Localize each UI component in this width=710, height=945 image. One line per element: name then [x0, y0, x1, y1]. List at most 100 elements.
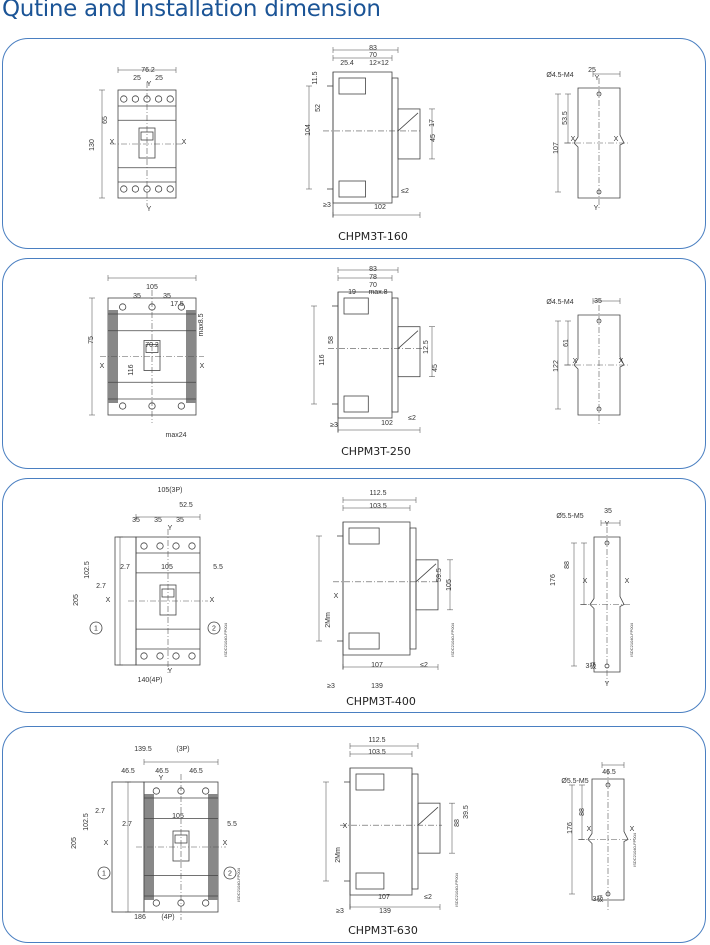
dimension-label: 2.7	[120, 564, 130, 571]
dimension-label: 122	[553, 360, 560, 372]
dimension-label: ISDC21040-FP004	[236, 867, 241, 902]
dimension-label: X	[587, 826, 592, 833]
callout-circle	[223, 866, 237, 880]
mounting-hole	[596, 189, 602, 195]
terminal-screw	[188, 542, 196, 550]
panel-chpm3t-400	[2, 478, 706, 713]
dimension-label: 3极	[593, 894, 604, 903]
terminal-screw	[177, 402, 185, 410]
mounting-hole	[596, 318, 602, 324]
dimension-label: X	[110, 139, 115, 146]
terminal-screw	[119, 303, 127, 311]
dimension-label: 186	[134, 914, 146, 921]
dimension-label: Ø4.5-M4	[546, 72, 573, 79]
dimension-label: 35	[604, 508, 612, 515]
terminal-upper	[355, 773, 385, 791]
dimension-label: max24	[165, 432, 186, 439]
dimension-label: X	[182, 139, 187, 146]
dimension-label: 46.5	[189, 768, 203, 775]
dimension-label: Y	[594, 205, 599, 212]
dimension-label: 205	[73, 594, 80, 606]
front-cover	[391, 77, 399, 198]
handle-lever	[397, 112, 419, 132]
callout-circle	[207, 621, 221, 635]
dimension-label: 102	[374, 204, 386, 211]
dimension-label: 176	[567, 822, 574, 834]
handle-plate	[397, 326, 421, 378]
dimension-label: (3P)	[176, 746, 189, 753]
terminal-screw	[152, 787, 160, 795]
dimension-label: Ø5.5-M5	[561, 778, 588, 785]
terminal-lower	[348, 632, 380, 650]
dimension-label: 2.7	[96, 583, 106, 590]
dimension-label: X	[210, 597, 215, 604]
dimension-label: 45	[432, 364, 439, 372]
terminal-screw	[188, 652, 196, 660]
dimension-label: Y	[159, 775, 164, 782]
dimension-label: 35	[132, 517, 140, 524]
callout-circle	[97, 866, 111, 880]
caption-chpm3t-630: CHPM3T-630	[348, 924, 418, 937]
dimension-label: 102.5	[83, 813, 90, 831]
mounting-plate-outline	[573, 314, 625, 416]
dimension-label: ≥3	[327, 683, 335, 690]
dimension-label: ≥3	[336, 908, 344, 915]
dimension-label: 1	[102, 871, 106, 878]
dimension-label: 76.2	[141, 67, 155, 74]
dimension-label: ≥3	[330, 422, 338, 429]
dimension-label: 35	[594, 298, 602, 305]
terminal-screw	[156, 652, 164, 660]
dimension-label: 105	[172, 813, 184, 820]
dimension-label: X	[343, 823, 348, 830]
handle-plate	[415, 559, 439, 611]
mounting-plate-outline	[573, 87, 625, 199]
mounting-plate-outline	[587, 778, 629, 901]
dimension-label: 105	[161, 564, 173, 571]
terminal-screw	[120, 95, 128, 103]
dimension-label: ISDC21040-FP004	[223, 622, 228, 657]
dimension-label: 61	[563, 339, 570, 347]
breaker-side-outline	[332, 71, 393, 204]
dimension-label: 105	[146, 284, 158, 291]
breaker-side-outline	[342, 521, 411, 656]
dimension-label: 25	[155, 75, 163, 82]
dimension-label: X	[625, 578, 630, 585]
dimension-label: X	[619, 358, 624, 365]
dimension-label: 112.5	[370, 490, 387, 497]
dimension-label: 2	[228, 871, 232, 878]
dimension-label: X	[573, 358, 578, 365]
dimension-label: 19	[348, 289, 356, 296]
dimension-label: Y	[168, 525, 173, 532]
dimension-label: Y	[147, 206, 152, 213]
dimension-label: ≥3	[323, 202, 331, 209]
dimension-label: 139	[371, 683, 383, 690]
dimension-label: ISDC21040-FP004	[450, 622, 455, 657]
dimension-label: 75	[88, 336, 95, 344]
dimension-label: X	[223, 840, 228, 847]
dimension-label: 83	[369, 45, 377, 52]
dimension-label: 88	[579, 808, 586, 816]
dimension-label: 105(3P)	[158, 487, 183, 494]
terminal-screw	[152, 899, 160, 907]
dimension-label: 58	[328, 336, 335, 344]
panel-chpm3t-160	[2, 38, 706, 249]
dimension-label: 17	[429, 119, 436, 127]
terminal-upper	[348, 527, 380, 545]
dimension-label: 12.5	[423, 340, 430, 354]
dimension-label: 11.5	[312, 71, 319, 84]
terminal-lower	[338, 180, 366, 198]
mounting-plate-outline	[589, 536, 625, 673]
dimension-label: 65	[102, 116, 109, 124]
mounting-hole	[605, 891, 611, 897]
dimension-label: 112.5	[369, 737, 386, 744]
dimension-label: 107	[378, 894, 390, 901]
terminal-screw	[202, 787, 210, 795]
dimension-label: Ø4.5-M4	[546, 299, 573, 306]
front-cover	[391, 297, 399, 413]
breaker-side-outline	[337, 291, 393, 419]
dimension-label: X	[571, 136, 576, 143]
terminal-lower	[343, 395, 369, 413]
dimension-label: 140(4P)	[138, 677, 163, 684]
dimension-label: 116	[128, 364, 135, 375]
